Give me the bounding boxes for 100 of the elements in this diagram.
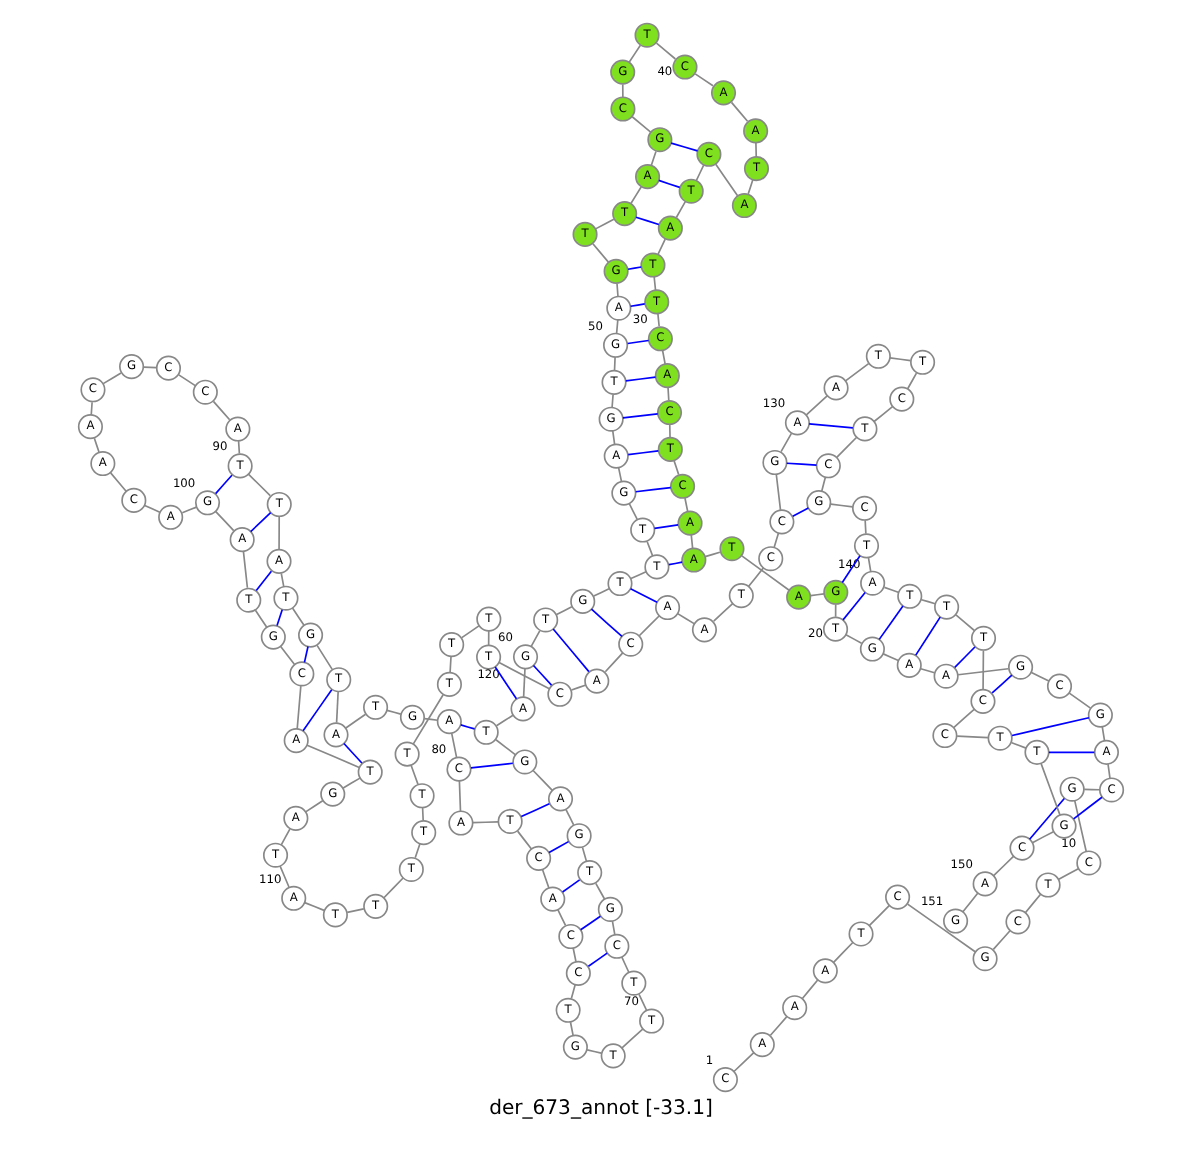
connector [470,821,499,824]
connector [494,738,516,756]
connector [560,879,580,893]
connector [413,843,420,859]
connector [1023,893,1041,914]
connector [634,216,659,226]
connector [772,532,779,548]
connector [867,904,889,927]
connector [236,440,240,455]
connector [905,372,917,390]
connector [669,142,698,152]
connector [981,649,984,691]
connector [954,614,975,632]
connector [213,474,232,495]
connector [493,666,517,700]
connector [342,742,362,764]
connector [142,504,160,514]
connector [278,645,295,666]
connector [620,1028,643,1049]
connector [295,685,301,730]
connector [1009,741,1026,749]
connector [302,645,308,664]
connector [689,534,693,550]
connector [411,693,443,745]
connector [302,901,324,912]
connector [211,400,230,421]
connector [568,1021,573,1037]
connector [469,762,513,769]
connector [918,667,935,674]
connector [1056,867,1079,881]
connector [872,405,893,423]
connector [882,586,899,594]
connector [625,339,649,345]
connector [176,374,196,387]
connector [834,436,857,459]
connector [460,625,479,639]
connector [683,497,688,513]
connector [241,550,248,589]
connector [790,507,809,518]
connector [649,150,656,166]
connector [881,653,899,662]
connector [248,511,271,533]
connector [630,115,651,133]
connector [449,732,457,759]
connector [621,413,658,419]
connector [246,473,271,497]
connector [614,319,618,335]
connector [612,356,615,372]
connector [828,503,853,508]
connector [660,349,665,365]
connector [278,865,289,888]
connector [1010,716,1089,737]
connector [277,515,280,551]
connector [92,437,99,453]
connector [422,717,438,722]
connector [804,395,827,416]
connector [578,915,601,931]
connector [667,423,670,438]
connector [108,472,126,493]
connector [620,956,629,974]
connector [616,466,622,483]
connector [486,630,489,647]
connector [1030,830,1054,844]
connector [303,799,323,813]
connector [627,44,641,64]
connector [652,524,678,530]
connector [629,185,642,205]
connector [529,630,540,648]
connector [1072,800,1087,853]
connector [344,713,366,729]
connector [694,164,704,182]
connector [603,652,623,673]
connector [494,714,513,727]
diagram-title: der_673_annot [-33.1] [488,1098,712,1121]
connector [279,572,284,588]
connector [457,780,461,812]
connector [844,633,862,645]
connector [610,394,613,409]
connector [877,605,903,641]
connector [540,868,549,889]
connector [961,892,978,913]
connector [275,608,283,627]
connector [628,588,657,604]
connector [591,242,609,263]
connector [420,806,423,821]
connector [531,769,553,792]
connector [844,362,869,382]
connector [409,764,418,786]
connector [279,828,290,846]
connector [746,567,764,588]
connector [591,587,609,597]
connector [1071,796,1102,820]
connector [656,313,659,328]
connector [569,984,575,1000]
connector [955,735,988,739]
connector [656,238,666,255]
connector [807,423,853,429]
connector [564,808,574,826]
connector [863,519,866,535]
connector [341,777,360,789]
